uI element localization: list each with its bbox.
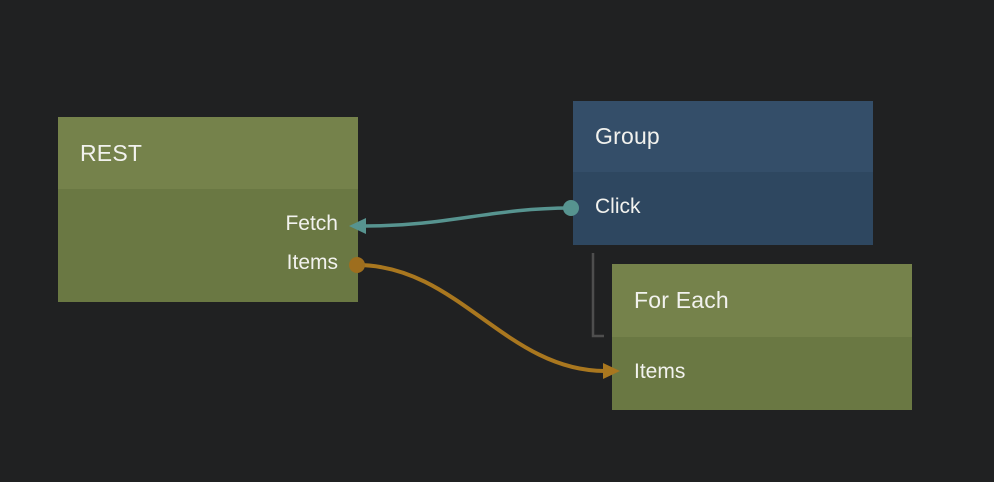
node-rest-title: REST — [80, 139, 143, 166]
wire-items-to-items[interactable] — [356, 263, 606, 373]
port-dot-items[interactable] — [349, 257, 365, 273]
node-rest-header[interactable]: REST — [58, 117, 358, 189]
node-foreach-body: Items — [612, 337, 912, 410]
node-foreach-title: For Each — [634, 287, 729, 313]
port-row-click[interactable]: Click — [573, 187, 873, 226]
port-row-items-in[interactable]: Items — [612, 352, 912, 391]
port-label-fetch: Fetch — [285, 211, 338, 235]
wire-click-to-fetch[interactable] — [365, 206, 572, 228]
node-rest-body: Fetch Items — [58, 189, 358, 302]
port-dot-click[interactable] — [563, 200, 579, 216]
port-label-items-out: Items — [286, 250, 338, 274]
port-row-items-out[interactable]: Items — [58, 243, 358, 282]
group-to-foreach-link-line — [591, 253, 604, 338]
node-group[interactable]: Group Click — [573, 101, 873, 245]
node-group-title: Group — [595, 123, 660, 149]
node-rest[interactable]: REST Fetch Items — [58, 117, 358, 302]
node-foreach[interactable]: For Each Items — [612, 264, 912, 410]
arrowhead-items-icon — [603, 363, 620, 379]
arrowhead-fetch-icon — [349, 218, 366, 234]
port-label-items-in: Items — [634, 359, 686, 383]
node-foreach-header[interactable]: For Each — [612, 264, 912, 337]
node-group-body: Click — [573, 172, 873, 245]
node-group-header[interactable]: Group — [573, 101, 873, 172]
port-row-fetch[interactable]: Fetch — [58, 204, 358, 243]
port-label-click: Click — [595, 194, 641, 218]
